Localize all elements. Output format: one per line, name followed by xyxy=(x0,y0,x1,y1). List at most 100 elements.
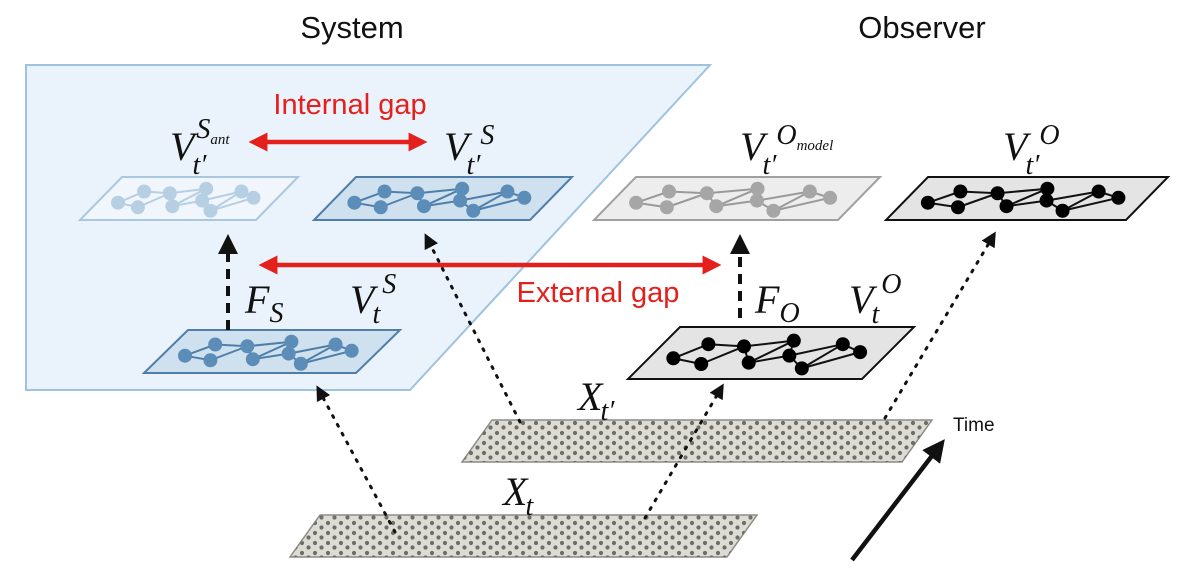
network-node xyxy=(240,339,255,354)
label-v-tprime-o: Vt′O xyxy=(1003,120,1060,181)
network-edge xyxy=(801,351,861,370)
network-node xyxy=(165,199,180,214)
network-node xyxy=(629,195,644,210)
network-edge xyxy=(300,349,352,365)
network-edge xyxy=(700,345,745,365)
network-node xyxy=(246,190,261,205)
label-f-o: FO xyxy=(754,277,800,329)
network-node xyxy=(208,337,223,352)
network-node xyxy=(1040,181,1055,196)
network-node xyxy=(328,337,343,352)
network-node xyxy=(662,184,677,199)
network-edge xyxy=(423,187,463,208)
network-node xyxy=(199,181,214,196)
network-node xyxy=(130,200,145,215)
label-v-tprime-s-ant: Vt′Sant xyxy=(170,114,230,181)
internal-gap-label: Internal gap xyxy=(273,89,426,121)
time-arrow xyxy=(850,439,945,562)
network-edge xyxy=(743,339,794,348)
network-edge xyxy=(773,196,831,212)
network-node xyxy=(709,199,724,214)
network-node xyxy=(750,181,765,196)
network-edge xyxy=(801,343,844,370)
network-node xyxy=(466,203,481,218)
network-node xyxy=(1091,184,1106,199)
network-node xyxy=(281,346,296,361)
network-node xyxy=(344,343,359,358)
time-label: Time xyxy=(953,415,995,436)
network-node xyxy=(416,199,431,214)
network-edge xyxy=(1062,196,1119,212)
label-v-tprime-o-model: Vt′Omodel xyxy=(740,120,833,181)
external-gap-label: External gap xyxy=(517,277,680,309)
label-f-s: FS xyxy=(244,277,283,329)
network-node xyxy=(786,333,801,348)
network-edge xyxy=(756,190,811,202)
system-panel xyxy=(25,64,713,391)
network-edge xyxy=(748,339,795,364)
network-edge xyxy=(459,190,508,202)
observer-header: Observer xyxy=(858,10,985,45)
network-node xyxy=(835,337,850,352)
network-node xyxy=(517,190,532,205)
network-edge xyxy=(706,187,758,195)
network-node xyxy=(853,345,868,360)
network-node xyxy=(737,339,751,354)
network-node xyxy=(802,184,817,199)
network-node xyxy=(950,200,965,215)
network-node xyxy=(1111,190,1126,205)
network-node xyxy=(701,337,716,352)
network-node xyxy=(920,195,935,210)
label-v-t-o: VtO xyxy=(849,269,901,330)
label-x-t: Xt xyxy=(501,469,534,522)
projection-arrow-xt-to-system xyxy=(316,385,397,534)
network-node xyxy=(666,351,681,366)
network-node xyxy=(111,195,126,210)
network-node xyxy=(794,361,809,376)
network-observer-model-tprime xyxy=(591,176,883,221)
network-system-t xyxy=(141,329,403,374)
network-edge xyxy=(715,187,758,208)
network-node xyxy=(347,195,362,210)
network-node xyxy=(823,190,838,205)
network-node xyxy=(373,200,388,215)
network-node xyxy=(1039,193,1054,208)
network-node xyxy=(203,353,218,368)
network-node xyxy=(284,334,299,349)
network-node xyxy=(455,181,470,196)
system-header: System xyxy=(300,10,403,45)
network-node xyxy=(766,203,781,218)
network-node xyxy=(137,184,152,199)
network-system-tprime xyxy=(311,176,575,221)
network-edge xyxy=(666,192,708,209)
network-observer-tprime xyxy=(883,176,1171,221)
network-node xyxy=(234,184,249,199)
network-edge xyxy=(997,187,1048,195)
network-node xyxy=(410,186,425,201)
network-system-anticipated-tprime xyxy=(77,176,301,221)
network-edge xyxy=(473,196,525,212)
network-observer-t xyxy=(625,326,917,380)
network-node xyxy=(195,193,210,208)
network-node xyxy=(990,186,1005,201)
network-node xyxy=(749,193,764,208)
network-node xyxy=(1055,203,1070,218)
network-node xyxy=(782,348,797,363)
network-node xyxy=(177,348,192,363)
network-node xyxy=(699,186,714,201)
network-edge xyxy=(210,196,254,212)
label-x-tprime: Xt′ xyxy=(576,374,615,427)
network-node xyxy=(741,355,756,370)
network-node xyxy=(659,200,674,215)
network-edge xyxy=(252,340,292,361)
network-node xyxy=(203,203,218,218)
network-node xyxy=(500,184,515,199)
network-edge xyxy=(288,343,336,355)
network-node xyxy=(694,357,709,371)
network-node xyxy=(162,186,177,201)
network-edge xyxy=(1006,187,1048,208)
network-edge xyxy=(417,187,463,195)
network-node xyxy=(293,356,308,371)
label-v-tprime-s: Vt′S xyxy=(444,120,494,181)
